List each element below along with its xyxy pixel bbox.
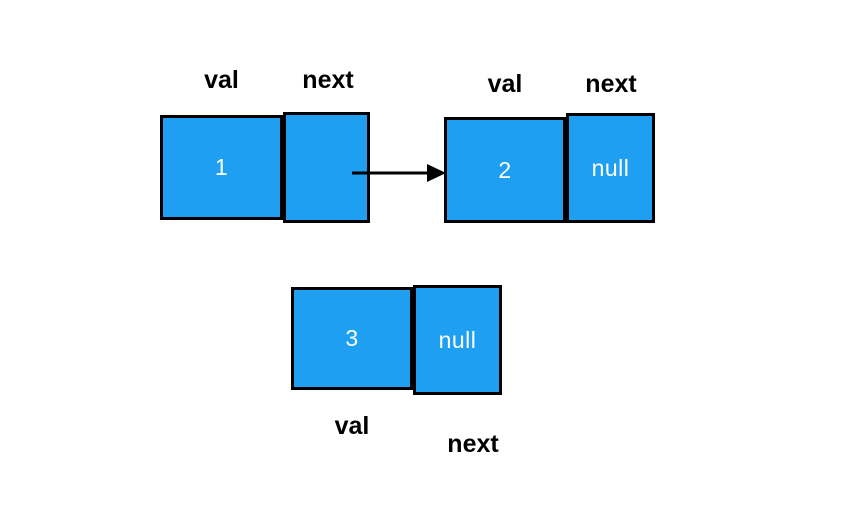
node-2-val-cell: 2 xyxy=(444,117,566,223)
node-1-next-label: next xyxy=(302,66,354,94)
node-2-val-label: val xyxy=(487,70,523,98)
node-2-next-cell: null xyxy=(566,113,655,223)
node-3-val-label: val xyxy=(334,412,370,440)
node-3-next-cell: null xyxy=(413,285,502,395)
node-2-next-label: next xyxy=(585,70,637,98)
node-1-val-label: val xyxy=(204,66,239,94)
node-1-val-cell: 1 xyxy=(160,115,283,220)
node-3-val-cell: 3 xyxy=(291,287,413,390)
node-1-next-cell xyxy=(283,112,370,223)
node-3-next-label: next xyxy=(447,430,499,458)
